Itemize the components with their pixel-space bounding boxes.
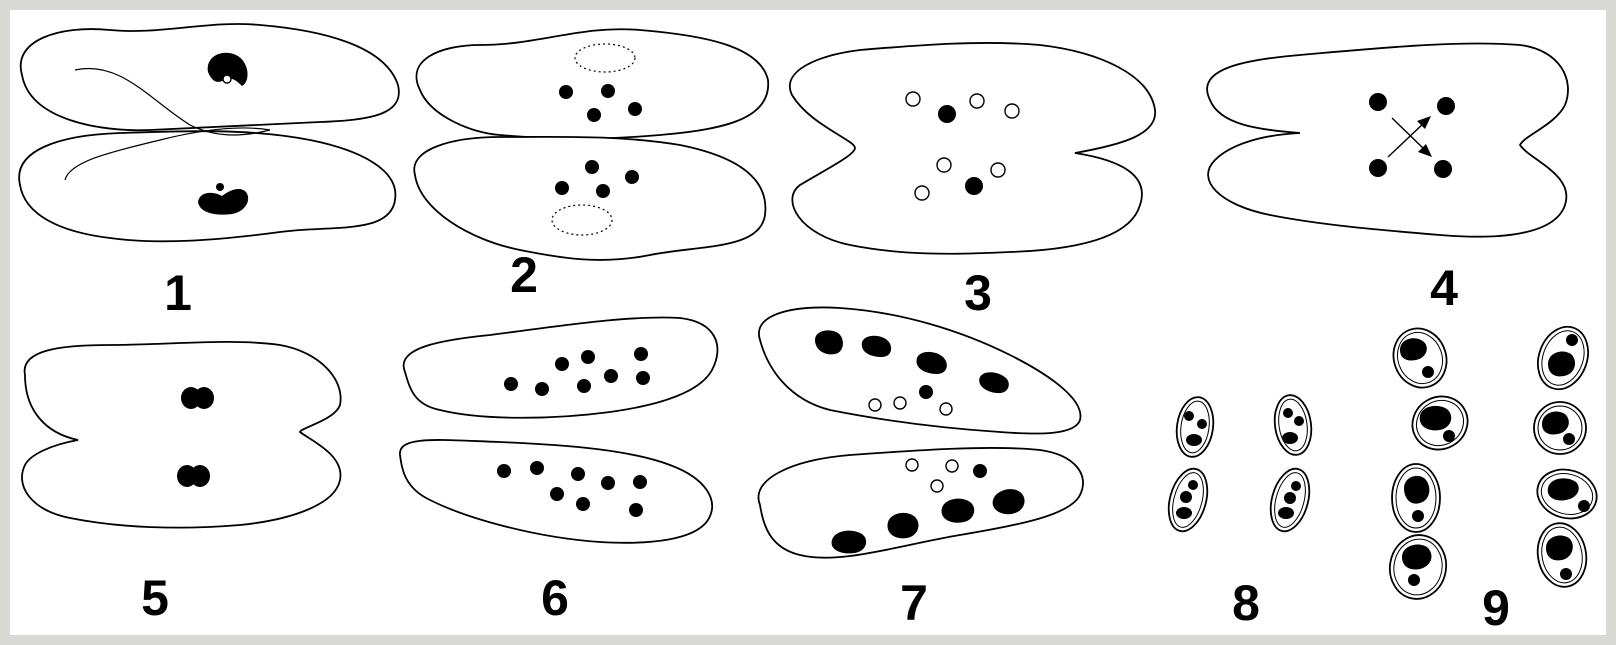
stage-1-lower-micronucleus [216,183,224,191]
stage-9-cell [1403,386,1477,459]
stage-6-nucleus [577,379,591,393]
figure-canvas: 1 2 3 4 [10,10,1606,635]
stage-label-3: 3 [964,265,992,321]
stage-4: 4 [1207,43,1568,316]
stage-6-nucleus [576,497,590,511]
stage-3-open-nucleus [1005,104,1019,118]
stage-4-nucleus [1437,97,1455,115]
stage-6-nucleus [629,503,643,517]
stage-6-nucleus [550,487,564,501]
stage-3-solid-nucleus [938,105,956,123]
stage-7-macronucleus-anlage [942,499,975,523]
stage-7-macronucleus-anlage [887,513,918,538]
stage-6-nucleus [581,350,595,364]
stage-1-upper-cell [21,24,399,130]
stage-3: 3 [790,43,1155,321]
stage-9-cell [1533,519,1591,590]
stage-6-nucleus [535,382,549,396]
stage-9-cell [1534,402,1586,454]
stage-9-cell [1385,531,1451,604]
stage-7-upper-cell [759,307,1081,433]
stage-2-nucleus [585,160,599,174]
stage-6-nucleus [555,357,569,371]
stage-9: 9 [1385,320,1602,635]
stage-8-cell [1162,464,1213,535]
stage-6-nucleus [497,464,511,478]
stage-2-nucleus [587,108,601,122]
stage-6-nucleus [504,377,518,391]
stage-2-nucleus [559,85,573,99]
stage-1-lower-cell [19,131,395,241]
stage-2-nucleus [625,170,639,184]
stage-label-8: 8 [1232,575,1260,631]
stage-3-open-nucleus [906,92,920,106]
stage-8-cell [1264,464,1315,535]
stage-2-nucleus [555,181,569,195]
stage-2-nucleus [596,184,610,198]
stage-2-nucleus [601,84,615,98]
stage-1: 1 [19,24,399,321]
stage-7-open-nucleus [946,460,958,472]
stage-8-cell [1173,395,1217,459]
stage-9-cell [1530,320,1597,397]
stage-7-nucleus [973,464,987,478]
stage-8-cell [1271,393,1315,457]
stage-2: 2 [414,29,768,303]
stage-label-5: 5 [141,570,169,626]
stage-label-7: 7 [900,575,928,631]
stage-7-open-nucleus [869,399,881,411]
stage-2-nucleus [628,102,642,116]
stage-7-open-nucleus [894,397,906,409]
stage-7-macronucleus-anlage [832,531,867,554]
stage-3-cell [790,43,1155,254]
stage-6-nucleus [633,475,647,489]
stage-9-cell [1392,464,1440,532]
stage-6: 6 [400,317,718,626]
stage-7-open-nucleus [906,459,918,471]
stage-3-open-nucleus [937,158,951,172]
stage-1-upper-micronucleus [223,75,231,83]
stage-7: 7 [758,307,1083,631]
stage-5-nucleus [194,387,214,409]
stage-4-cell [1207,43,1568,236]
stage-5-cell [22,342,341,528]
stage-6-nucleus [601,476,615,490]
stage-5-nucleus [190,465,210,487]
stage-3-open-nucleus [991,163,1005,177]
stage-9-cell [1532,463,1602,525]
stage-label-2: 2 [510,247,538,303]
stage-7-lower-cell [758,448,1083,558]
stage-9-cell [1385,321,1454,395]
stage-2-lower-cell [414,137,765,260]
stage-3-open-nucleus [915,186,929,200]
stage-7-nucleus [919,385,933,399]
stage-3-open-nucleus [970,94,984,108]
stage-6-nucleus [530,461,544,475]
stage-4-nucleus [1369,159,1387,177]
stage-label-9: 9 [1482,580,1510,635]
stage-4-nucleus [1369,93,1387,111]
conjugation-stages-diagram: 1 2 3 4 [10,10,1606,635]
stage-6-nucleus [604,369,618,383]
stage-4-nucleus [1434,160,1452,178]
stage-7-open-nucleus [940,403,952,415]
stage-6-nucleus [634,347,648,361]
stage-7-open-nucleus [931,480,943,492]
stage-label-1: 1 [164,265,192,321]
stage-2-upper-cell [416,29,768,139]
stage-8: 8 [1162,393,1315,631]
stage-label-6: 6 [541,570,569,626]
stage-5: 5 [22,342,341,626]
stage-6-nucleus [571,467,585,481]
stage-label-4: 4 [1430,260,1458,316]
stage-6-nucleus [636,371,650,385]
stage-3-solid-nucleus [965,177,983,195]
